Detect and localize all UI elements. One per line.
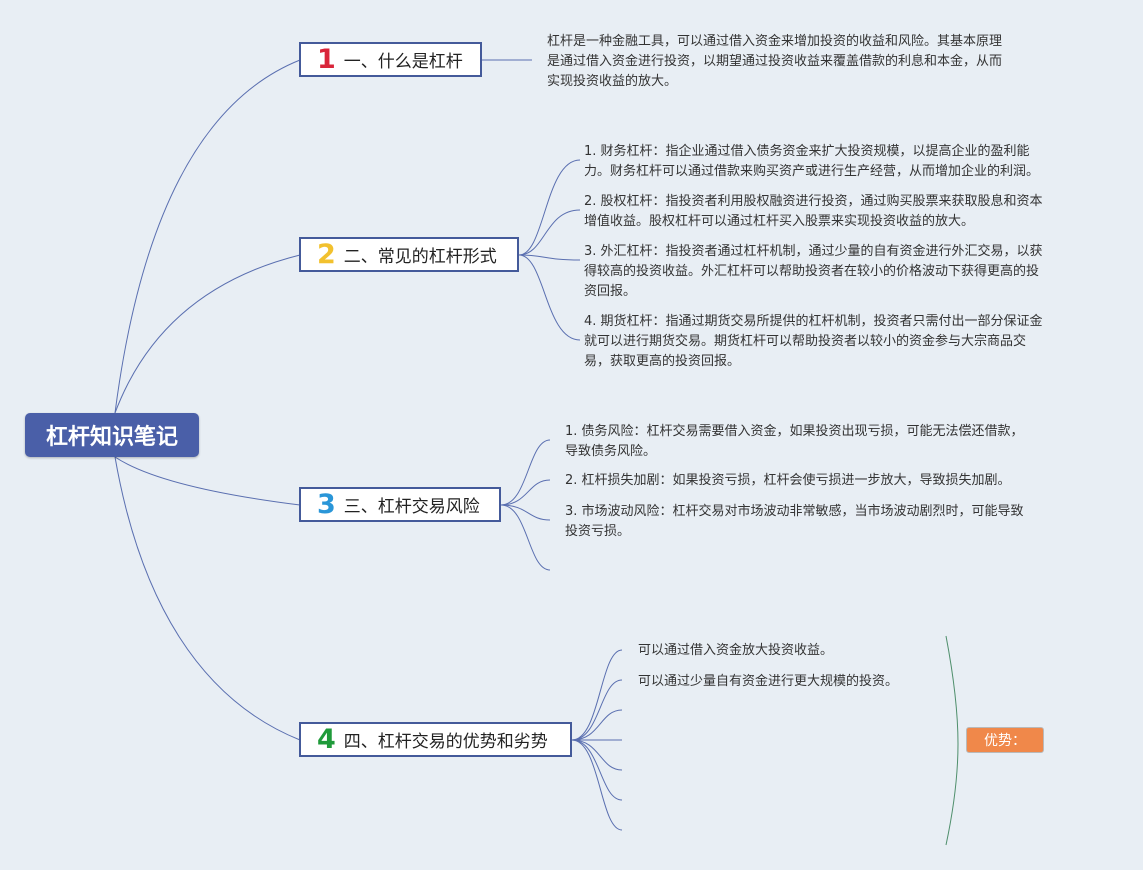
topic-title: 一、什么是杠杆: [343, 52, 463, 72]
form-financial-leverage[interactable]: 1. 财务杠杆：指企业通过借入债务资金来扩大投资规模，以提高企业的盈利能 力。财…: [584, 142, 1039, 182]
summary-label: 优势：: [984, 733, 1026, 749]
note-line: 2. 股权杠杆：指投资者利用股权融资进行投资，通过购买股票来获取股息和资本: [584, 194, 1043, 209]
note-line: 1. 财务杠杆：指企业通过借入债务资金来扩大投资规模，以提高企业的盈利能: [584, 144, 1030, 159]
note-line: 3. 市场波动风险：杠杆交易对市场波动非常敏感，当市场波动剧烈时，可能导致: [565, 504, 1024, 519]
note-line: 1. 债务风险：杠杆交易需要借入资金，如果投资出现亏损，可能无法偿还借款，: [565, 424, 1024, 439]
note-line: 得较高的投资收益。外汇杠杆可以帮助投资者在较小的价格波动下获得更高的投: [584, 264, 1040, 279]
note-line: 4. 期货杠杆：指通过期货交易所提供的杠杆机制，投资者只需付出一部分保证金: [584, 314, 1043, 329]
root-label: 杠杆知识笔记: [45, 425, 178, 450]
note-line: 资回报。: [584, 284, 637, 299]
note-line: 实现投资收益的放大。: [547, 74, 678, 89]
topic-what-is-leverage[interactable]: 1 一、什么是杠杆: [299, 42, 482, 77]
note-line: 就可以进行期货交易。期货杠杆可以帮助投资者以较小的资金参与大宗商品交: [584, 334, 1027, 349]
note-line: 可以通过少量自有资金进行更大规模的投资。: [638, 674, 899, 689]
number-2-icon: 2: [317, 239, 336, 270]
topic-title: 四、杠杆交易的优势和劣势: [343, 732, 548, 752]
topic-title: 二、常见的杠杆形式: [343, 247, 497, 267]
note-line: 增值收益。股权杠杆可以通过杠杆买入股票来实现投资收益的放大。: [584, 214, 975, 229]
note-line: 投资亏损。: [565, 524, 631, 539]
topic-leverage-risks[interactable]: 3 三、杠杆交易风险: [299, 487, 501, 522]
topic-title: 三、杠杆交易风险: [343, 497, 480, 517]
definition-note[interactable]: 杠杆是一种金融工具，可以通过借入资金来增加投资的收益和风险。其基本原理 是通过借…: [547, 32, 1002, 92]
advantages-summary-tag[interactable]: 优势：: [966, 727, 1044, 753]
form-forex-leverage[interactable]: 3. 外汇杠杆：指投资者通过杠杆机制，通过少量的自有资金进行外汇交易，以获 得较…: [584, 242, 1043, 302]
note-line: 导致债务风险。: [565, 444, 657, 459]
risk-debt[interactable]: 1. 债务风险：杠杆交易需要借入资金，如果投资出现亏损，可能无法偿还借款， 导致…: [565, 422, 1024, 462]
note-line: 可以通过借入资金放大投资收益。: [638, 643, 834, 658]
root-node[interactable]: 杠杆知识笔记: [25, 413, 199, 457]
number-3-icon: 3: [317, 489, 336, 520]
note-line: 2. 杠杆损失加剧：如果投资亏损，杠杆会使亏损进一步放大，导致损失加剧。: [565, 473, 1011, 488]
advantage-item[interactable]: 可以通过借入资金放大投资收益。: [638, 641, 833, 661]
risk-market-volatility[interactable]: 3. 市场波动风险：杠杆交易对市场波动非常敏感，当市场波动剧烈时，可能导致 投资…: [565, 502, 1024, 542]
form-equity-leverage[interactable]: 2. 股权杠杆：指投资者利用股权融资进行投资，通过购买股票来获取股息和资本 增值…: [584, 192, 1043, 232]
topic-leverage-forms[interactable]: 2 二、常见的杠杆形式: [299, 237, 519, 272]
note-line: 力。财务杠杆可以通过借款来购买资产或进行生产经营，从而增加企业的利润。: [584, 164, 1040, 179]
note-line: 杠杆是一种金融工具，可以通过借入资金来增加投资的收益和风险。其基本原理: [547, 34, 1003, 49]
number-1-icon: 1: [317, 44, 336, 75]
topic-pros-and-cons[interactable]: 4 四、杠杆交易的优势和劣势: [299, 722, 572, 757]
form-futures-leverage[interactable]: 4. 期货杠杆：指通过期货交易所提供的杠杆机制，投资者只需付出一部分保证金 就可…: [584, 312, 1043, 372]
advantage-item[interactable]: 可以通过少量自有资金进行更大规模的投资。: [638, 672, 898, 692]
note-line: 易，获取更高的投资回报。: [584, 354, 741, 369]
risk-amplified-loss[interactable]: 2. 杠杆损失加剧：如果投资亏损，杠杆会使亏损进一步放大，导致损失加剧。: [565, 471, 1011, 491]
note-line: 是通过借入资金进行投资，以期望通过投资收益来覆盖借款的利息和本金，从而: [547, 54, 1003, 69]
number-4-icon: 4: [317, 724, 336, 755]
note-line: 3. 外汇杠杆：指投资者通过杠杆机制，通过少量的自有资金进行外汇交易，以获: [584, 244, 1043, 259]
